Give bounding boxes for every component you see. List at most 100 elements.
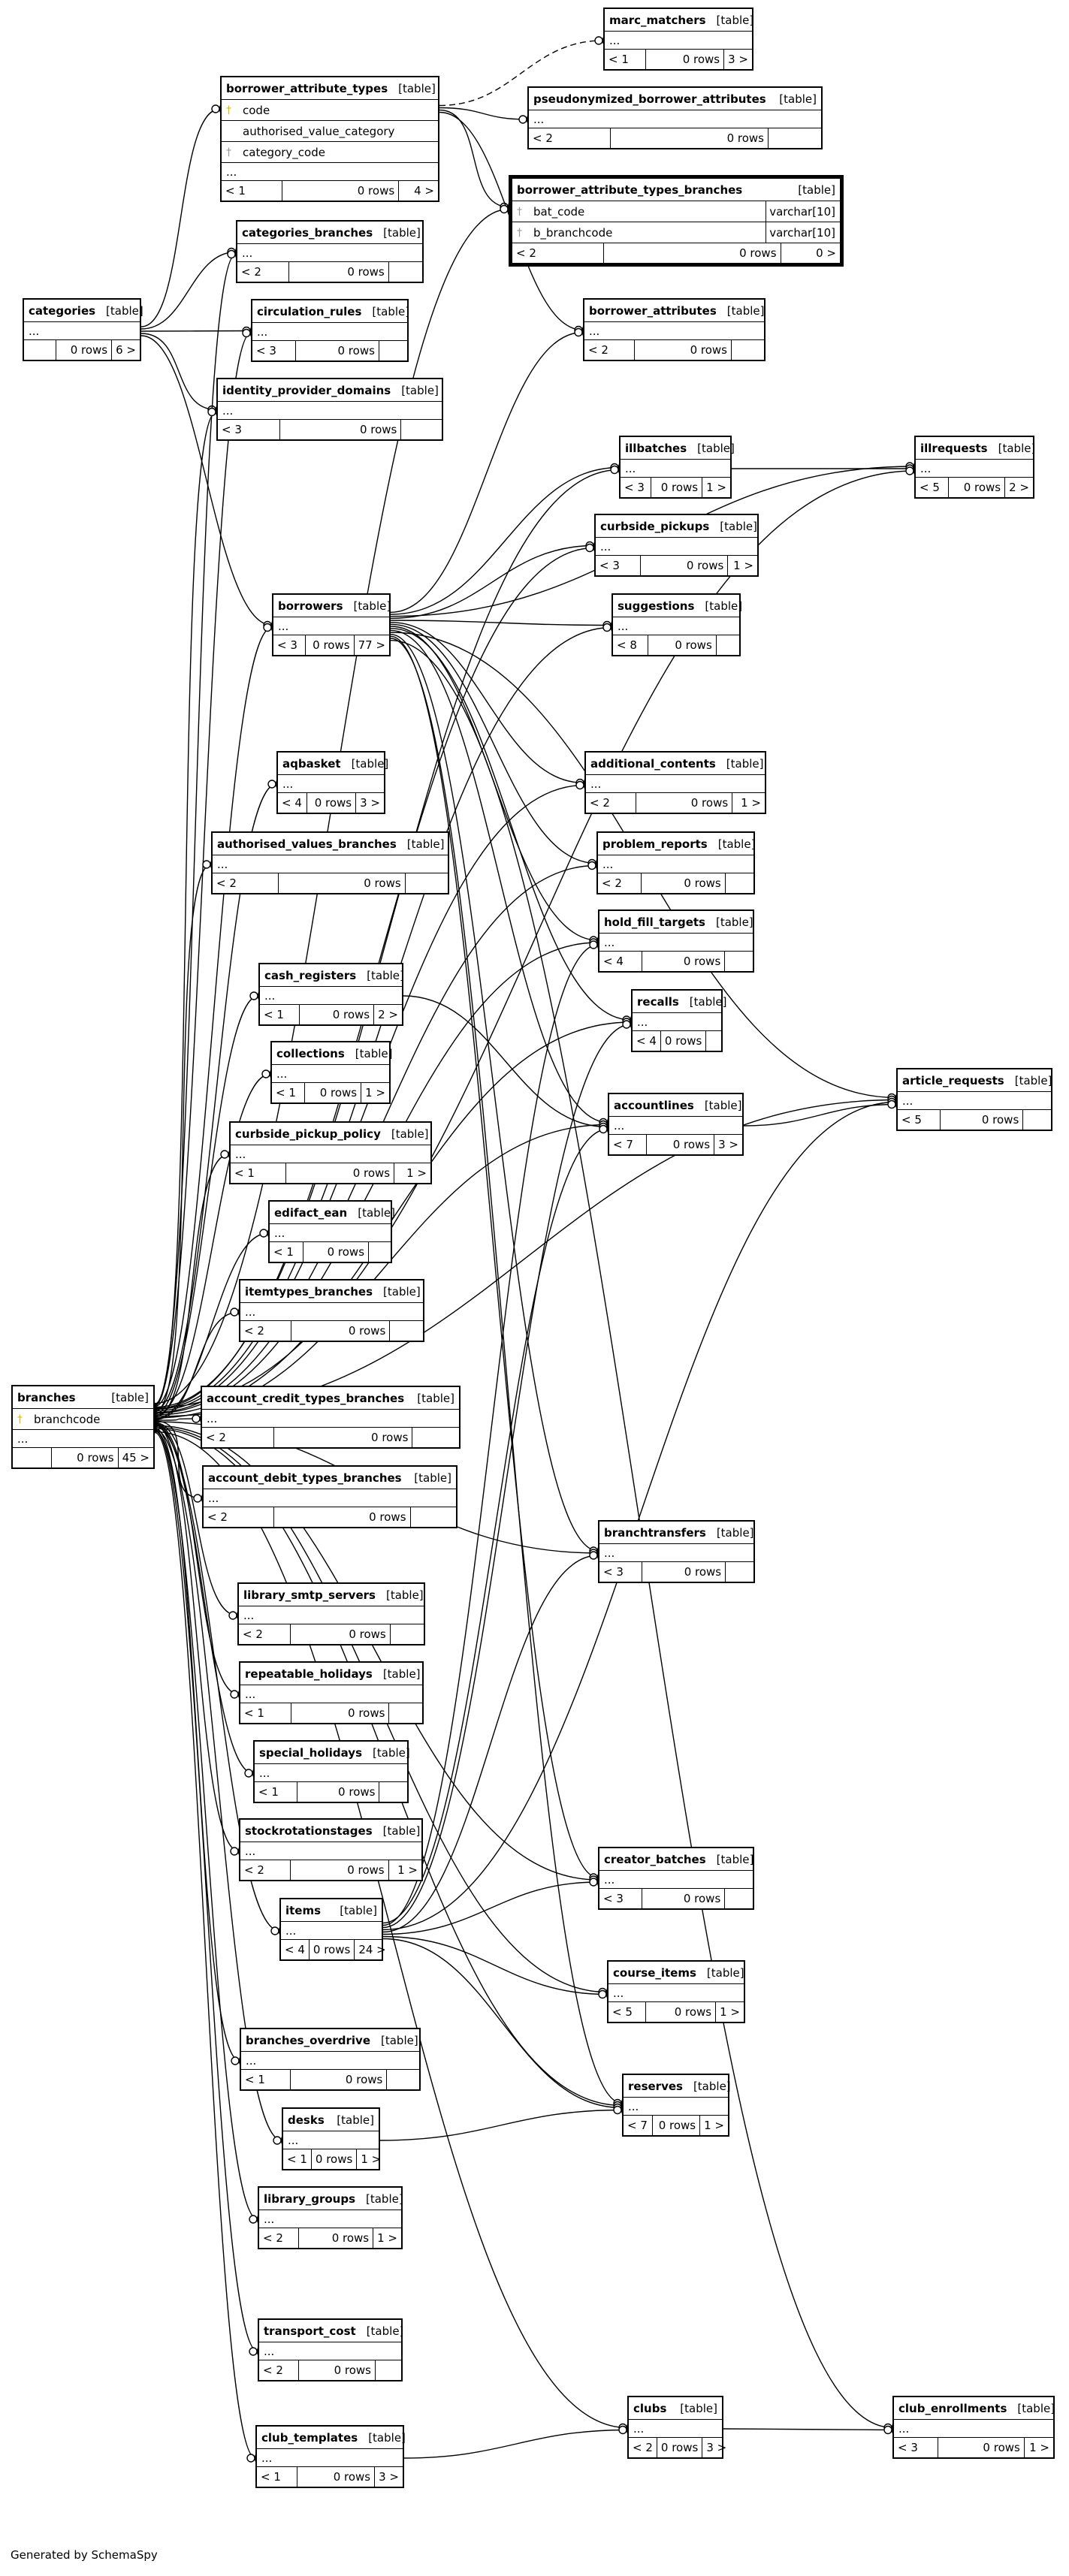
table-name[interactable]: curbside_pickups [600, 519, 710, 533]
child-count[interactable]: 4 > [414, 184, 434, 198]
table-name[interactable]: branches_overdrive [246, 2033, 370, 2047]
child-count[interactable]: 3 > [706, 2441, 727, 2454]
column-row[interactable]: authorised_value_category [222, 121, 438, 142]
column-row[interactable]: †category_code [222, 142, 438, 163]
parent-count[interactable]: < 8 [613, 635, 649, 655]
table-name[interactable]: categories [29, 303, 96, 318]
child-count[interactable] [717, 635, 739, 655]
parent-count[interactable]: < 2 [629, 2438, 657, 2457]
table-name[interactable]: repeatable_holidays [245, 1667, 373, 1681]
parent-count[interactable]: < 2 [584, 340, 635, 360]
table-name[interactable]: itemtypes_branches [245, 1284, 373, 1299]
child-count[interactable] [387, 2070, 419, 2089]
child-count[interactable] [726, 1562, 753, 1582]
child-count[interactable] [726, 873, 753, 893]
parent-count[interactable]: < 1 [272, 1083, 305, 1102]
parent-count[interactable]: < 3 [218, 420, 281, 439]
child-count[interactable]: 3 > [718, 1138, 738, 1151]
parent-count[interactable]: < 2 [237, 262, 289, 282]
child-count[interactable] [379, 341, 407, 360]
child-count[interactable] [725, 952, 753, 971]
child-count[interactable]: 1 > [377, 2231, 397, 2245]
table-name[interactable]: identity_provider_domains [222, 383, 391, 397]
parent-count[interactable]: < 5 [898, 1110, 941, 1130]
parent-count[interactable]: < 2 [204, 1507, 275, 1527]
parent-count[interactable]: < 4 [599, 952, 643, 971]
table-name[interactable]: circulation_rules [257, 304, 362, 318]
table-name[interactable]: account_debit_types_branches [208, 1470, 402, 1485]
child-count[interactable] [769, 128, 821, 148]
parent-count[interactable]: < 2 [240, 1321, 292, 1341]
child-count[interactable] [369, 1242, 391, 1262]
table-name[interactable]: transport_cost [264, 2324, 356, 2338]
child-count[interactable]: 3 > [360, 796, 380, 810]
child-count[interactable]: 1 > [720, 2005, 740, 2019]
child-count[interactable] [411, 1507, 456, 1527]
parent-count[interactable]: < 1 [605, 50, 646, 69]
table-name[interactable]: marc_matchers [609, 13, 706, 27]
child-count[interactable] [412, 1428, 459, 1447]
table-pseudonymized-borrower-attributes[interactable]: pseudonymized_borrower_attributes[table]… [527, 86, 823, 149]
table-name[interactable]: branchtransfers [604, 1525, 706, 1540]
column-row[interactable]: †code [222, 100, 438, 121]
child-count[interactable] [706, 1031, 722, 1051]
child-count[interactable]: 24 > [358, 1943, 386, 1956]
parent-count[interactable]: < 4 [278, 793, 308, 813]
parent-count[interactable]: < 2 [529, 128, 611, 148]
parent-count[interactable]: < 3 [599, 1889, 643, 1908]
parent-count[interactable]: < 1 [270, 1242, 304, 1262]
parent-count[interactable]: < 3 [252, 341, 296, 360]
parent-count[interactable]: < 7 [609, 1135, 647, 1154]
table-name[interactable]: course_items [613, 1965, 696, 1980]
table-name[interactable]: aqbasket [282, 756, 341, 771]
table-account-debit-types-branches[interactable]: account_debit_types_branches[table]...< … [202, 1465, 457, 1528]
table-name[interactable]: borrower_attribute_types_branches [517, 182, 743, 197]
table-name[interactable]: reserves [628, 2079, 683, 2093]
table-name[interactable]: account_credit_types_branches [207, 1391, 405, 1405]
child-count[interactable]: 6 > [116, 343, 136, 357]
parent-count[interactable]: < 2 [512, 243, 605, 263]
parent-count[interactable]: < 1 [283, 2149, 312, 2169]
table-name[interactable]: library_smtp_servers [243, 1588, 376, 1602]
parent-count[interactable]: < 4 [281, 1940, 310, 1959]
table-name[interactable]: categories_branches [242, 225, 373, 240]
table-name[interactable]: borrowers [278, 599, 343, 613]
child-count[interactable] [389, 262, 422, 282]
table-name[interactable]: additional_contents [590, 756, 716, 771]
child-count[interactable]: 3 > [728, 53, 748, 66]
column-row[interactable]: †branchcode [13, 1409, 153, 1430]
child-count[interactable]: 1 > [1029, 2441, 1049, 2454]
child-count[interactable]: 1 > [361, 2152, 382, 2166]
parent-count[interactable]: < 1 [222, 181, 282, 201]
child-count[interactable] [732, 340, 764, 360]
parent-count[interactable]: < 2 [213, 873, 279, 893]
parent-count[interactable]: < 1 [255, 1782, 297, 1802]
parent-count[interactable]: < 3 [273, 635, 307, 655]
child-count[interactable] [391, 1624, 424, 1644]
table-name[interactable]: special_holidays [259, 1745, 363, 1760]
table-name[interactable]: branches [17, 1390, 76, 1404]
child-count[interactable] [401, 420, 442, 439]
parent-count[interactable]: < 7 [624, 2116, 653, 2135]
table-name[interactable]: pseudonymized_borrower_attributes [533, 92, 766, 106]
